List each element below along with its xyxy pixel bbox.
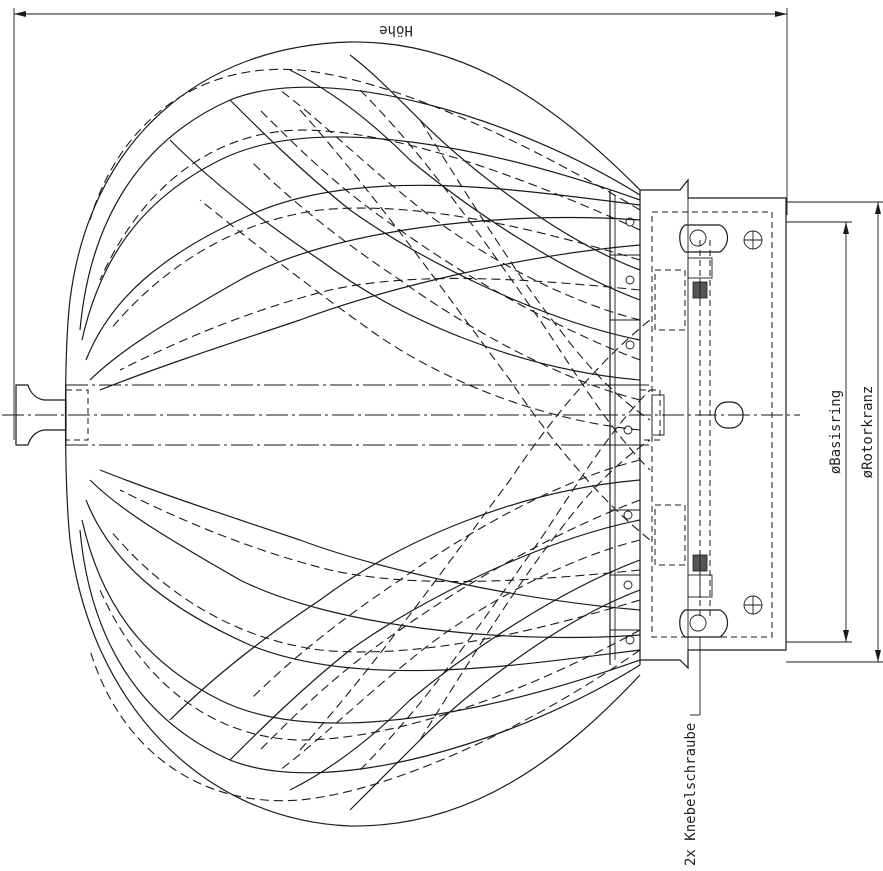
mounting-flange	[640, 178, 787, 670]
blade-curves-hidden	[89, 68, 651, 802]
base-ring-dimension: øBasisring	[786, 221, 852, 643]
blade-curves-solid	[79, 54, 641, 811]
center-slot	[714, 401, 744, 429]
rim-bolts	[623, 217, 635, 645]
rotor-rim	[609, 190, 665, 665]
height-label: Höhe	[379, 22, 413, 38]
toggle-screw-callout: 2x Knebelschraube	[683, 637, 701, 866]
base-ring-label: øBasisring	[828, 390, 844, 474]
toggle-screw-label: 2x Knebelschraube	[683, 723, 699, 866]
toggle-screw-lower	[679, 554, 729, 638]
height-dimension: Höhe	[13, 8, 788, 440]
toggle-screw-upper	[679, 224, 729, 300]
mounting-holes	[743, 230, 763, 615]
rotor-ring-dimension: øRotorkranz	[786, 201, 883, 663]
axial-lines	[66, 384, 650, 446]
rotor-ring-label: øRotorkranz	[860, 386, 876, 479]
outer-envelope	[64, 41, 641, 827]
